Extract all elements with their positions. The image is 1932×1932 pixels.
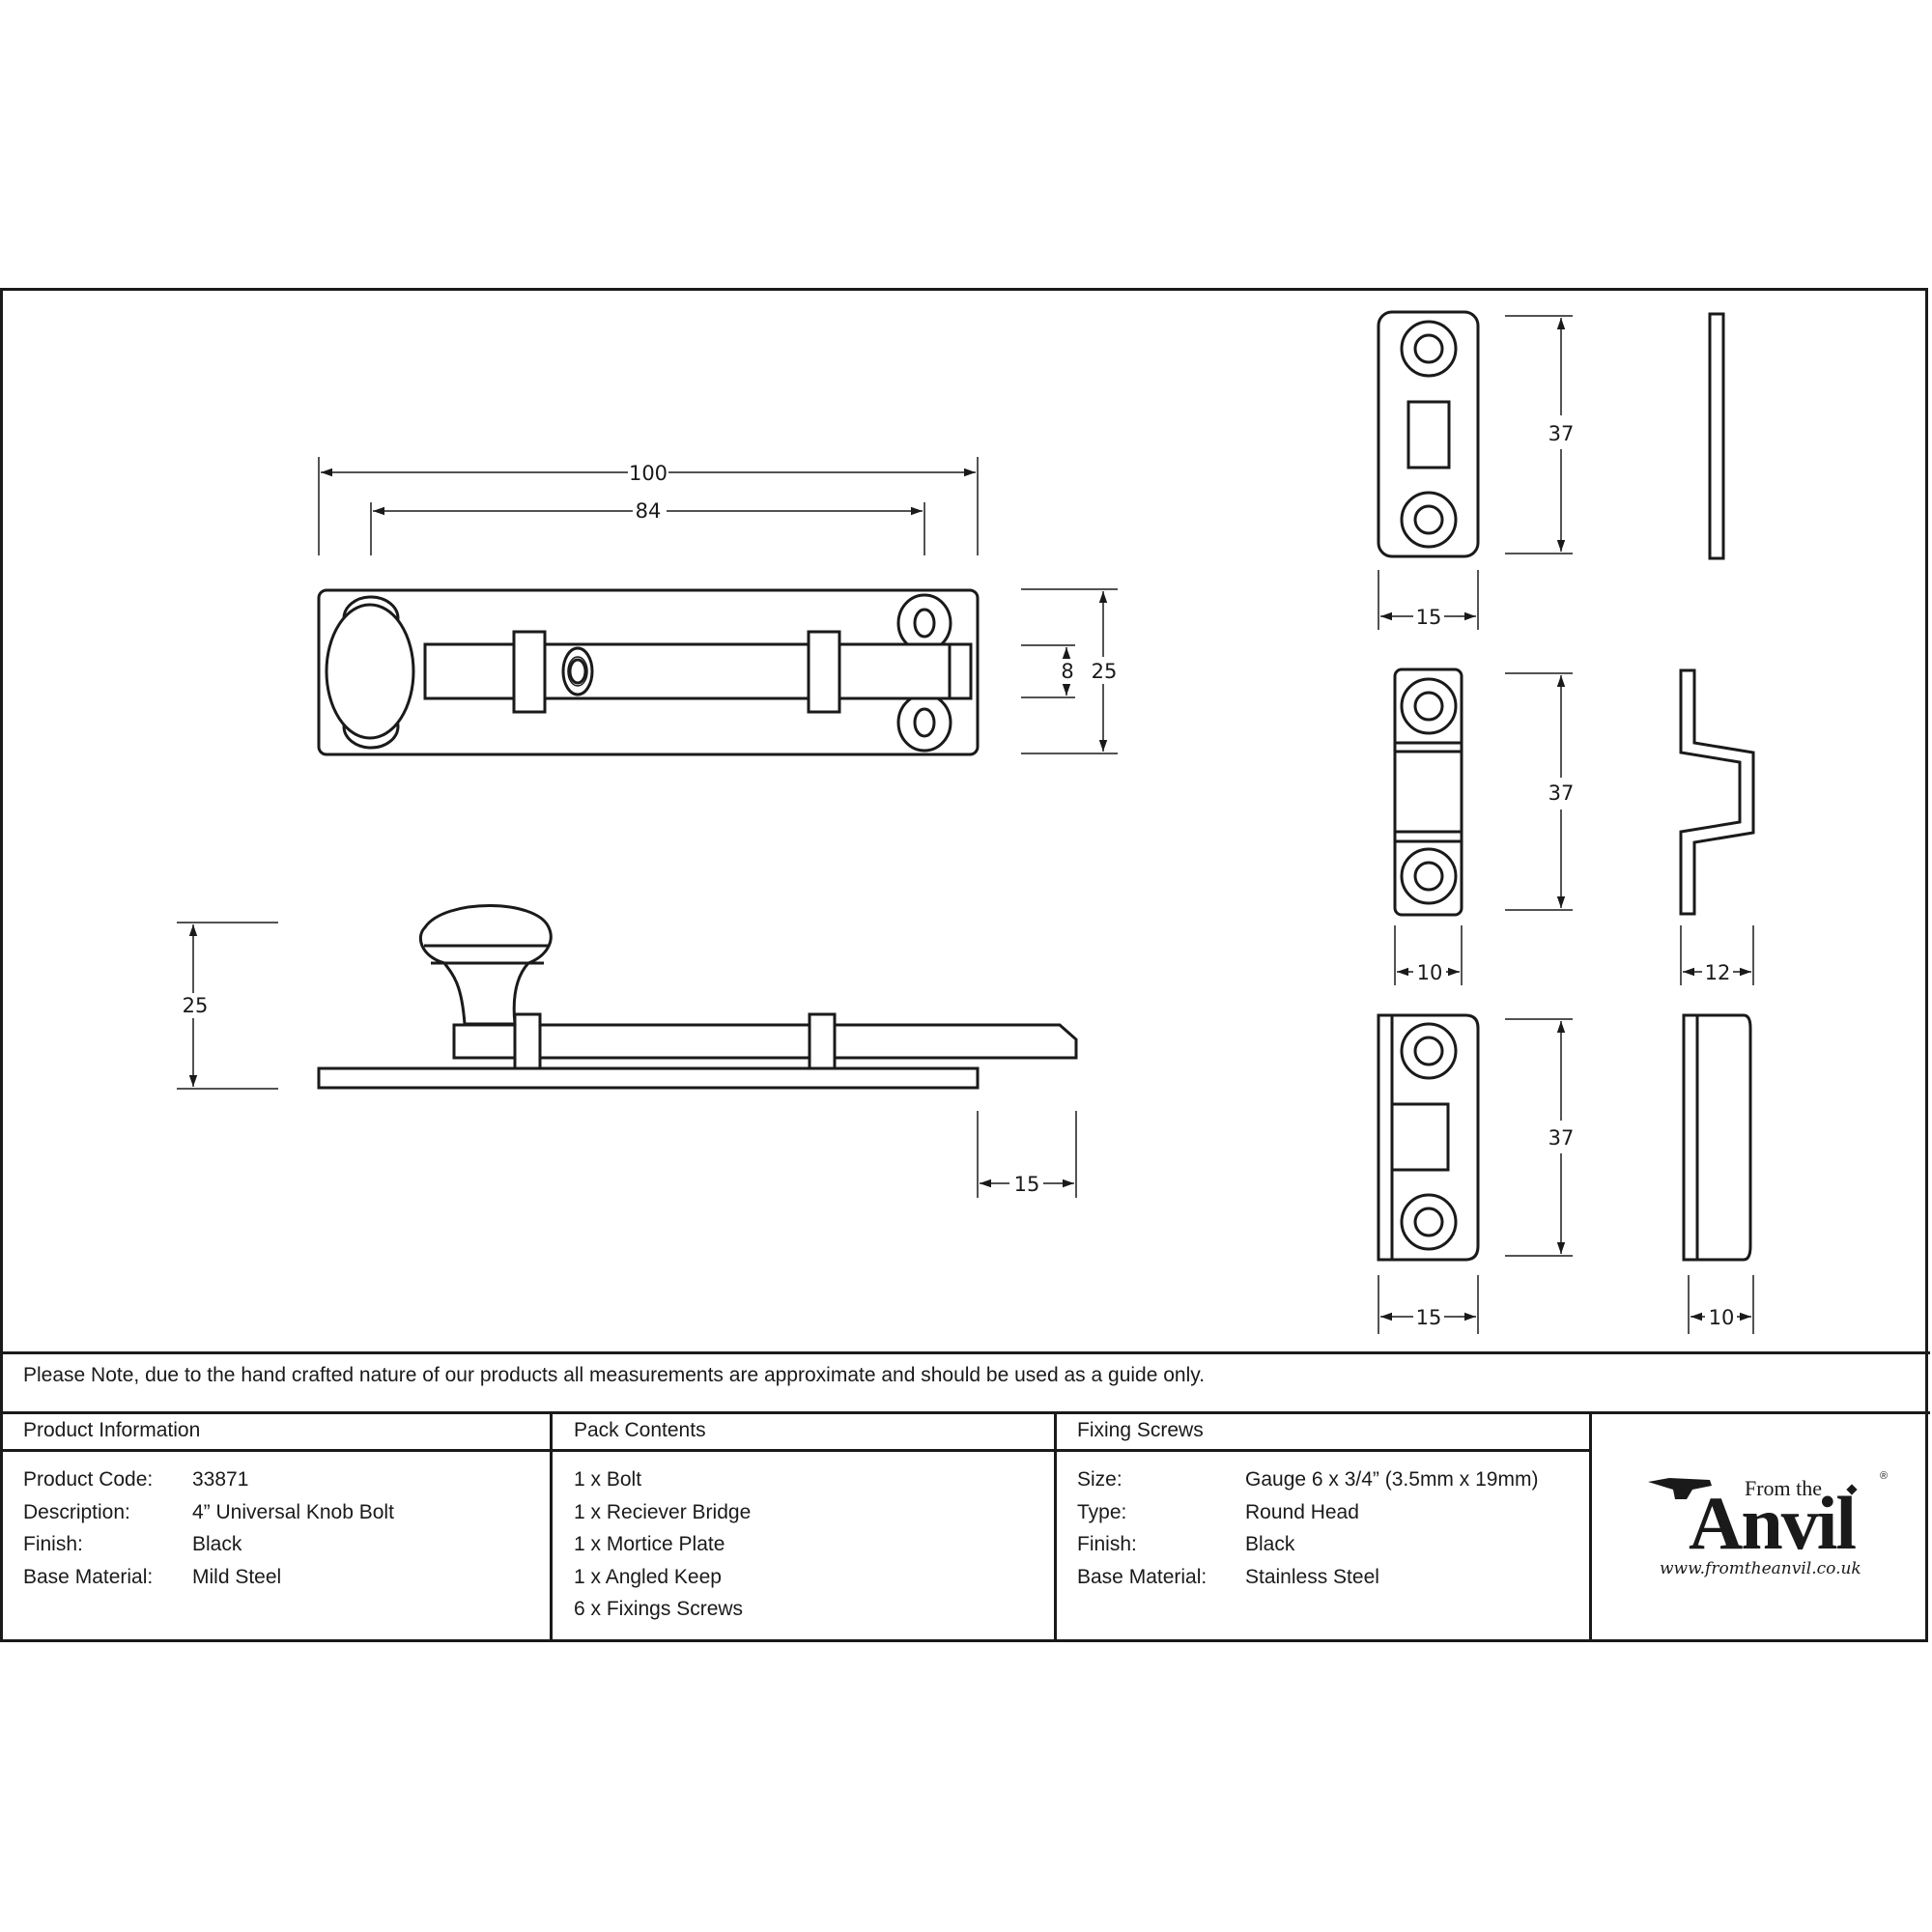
fixing-row: Size: Gauge 6 x 3/4” (3.5mm x 19mm) [1077,1463,1538,1496]
pack-contents-heading: Pack Contents [574,1419,706,1441]
logo-brand: Anvil [1689,1481,1857,1565]
divider-col-2 [1054,1411,1057,1642]
dim-overall-length: 100 [629,462,668,485]
dim-plate-height-37: 37 [1548,422,1575,445]
dim-keep-depth-10: 10 [1709,1306,1735,1329]
divider-col-3 [1589,1411,1592,1642]
pack-item: 1 x Reciever Bridge [574,1500,752,1523]
divider-header-top [0,1411,1930,1414]
divider-note-top [0,1351,1930,1354]
product-information-table: Product Code: 33871 Description: 4” Univer… [23,1463,394,1593]
screw-finish-label: Finish: [1077,1533,1137,1555]
size-label: Size: [1077,1468,1122,1491]
receiver-bridge-view: 37 10 12 [1393,668,1755,985]
base-material-value: Mild Steel [192,1565,282,1588]
logo-from-the: From the [1745,1476,1823,1500]
dim-bolt-height: 8 [1061,660,1073,683]
fixing-row: Finish: Black [1077,1528,1538,1561]
product-info-row: Description: 4” Universal Knob Bolt [23,1496,394,1529]
front-view-bolt: 100 84 8 [317,457,1118,756]
angled-keep-view: 37 15 10 [1377,1013,1754,1334]
drawing-sheet-frame [0,288,1928,1642]
product-info-row: Finish: Black [23,1528,394,1561]
dim-bridge-width-10: 10 [1417,961,1443,984]
pack-item: 1 x Bolt [574,1468,642,1491]
product-information-heading: Product Information [23,1419,201,1441]
divider-col-1 [550,1411,553,1642]
product-info-row: Base Material: Mild Steel [23,1561,394,1594]
logo-url: www.fromtheanvil.co.uk [1660,1559,1861,1578]
type-label: Type: [1077,1500,1127,1523]
registered-mark: ® [1880,1470,1889,1482]
measurement-note: Please Note, due to the hand crafted nat… [23,1364,1206,1386]
screw-material-label: Base Material: [1077,1565,1208,1588]
screw-finish-value: Black [1245,1533,1295,1555]
dim-bolt-projection: 15 [1014,1173,1040,1196]
size-value: Gauge 6 x 3/4” (3.5mm x 19mm) [1245,1468,1539,1491]
product-code-label: Product Code: [23,1468,154,1491]
fixing-screws-table: Size: Gauge 6 x 3/4” (3.5mm x 19mm) Type:… [1077,1463,1538,1593]
divider-header-bottom [0,1449,1590,1452]
fixing-row: Type: Round Head [1077,1496,1538,1529]
dim-keep-width-15: 15 [1416,1306,1442,1329]
mortice-plate-view: 37 15 [1377,310,1725,630]
pack-item: 1 x Mortice Plate [574,1533,725,1555]
anvil-icon [1648,1478,1712,1499]
from-the-anvil-logo: From the ® Anvil www.fromtheanvil.co.uk [1642,1468,1893,1584]
fixing-row: Base Material: Stainless Steel [1077,1561,1538,1594]
side-view-bolt: 25 15 [177,904,1078,1198]
screw-material-value: Stainless Steel [1245,1565,1379,1588]
pack-item: 6 x Fixings Screws [574,1598,744,1620]
dim-bridge-height-37: 37 [1548,781,1575,805]
pack-contents-list: 1 x Bolt 1 x Reciever Bridge 1 x Mortice… [574,1463,751,1626]
finish-label: Finish: [23,1533,83,1555]
dim-bridge-depth-12: 12 [1705,961,1731,984]
base-material-label: Base Material: [23,1565,154,1588]
product-info-row: Product Code: 33871 [23,1463,394,1496]
finish-value: Black [192,1533,242,1555]
dim-overall-height: 25 [183,994,209,1017]
dim-plate-height: 25 [1092,660,1118,683]
fixing-screws-heading: Fixing Screws [1077,1419,1204,1441]
description-label: Description: [23,1500,130,1523]
dim-fixing-centres: 84 [636,499,662,523]
product-code-value: 33871 [192,1468,249,1491]
description-value: 4” Universal Knob Bolt [192,1500,394,1523]
dim-plate-width-15: 15 [1416,606,1442,629]
pack-item: 1 x Angled Keep [574,1565,722,1588]
type-value: Round Head [1245,1500,1359,1523]
dim-keep-height-37: 37 [1548,1126,1575,1150]
